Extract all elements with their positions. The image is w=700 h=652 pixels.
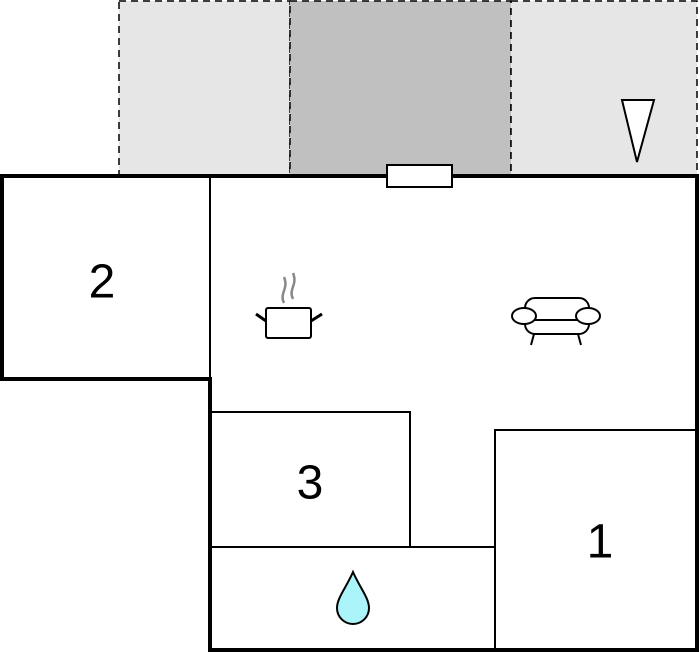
water-drop-icon [335, 569, 371, 625]
terrace-left [118, 0, 291, 177]
room-label-1: 1 [587, 516, 614, 569]
room-label-2: 2 [89, 256, 116, 309]
outer-wall [0, 174, 699, 652]
terrace-right [510, 0, 698, 177]
sofa-icon [511, 297, 601, 346]
terrace-center [289, 0, 512, 177]
kitchen-pot-icon [255, 272, 323, 339]
direction-triangle-icon [620, 99, 656, 163]
room-label-3: 3 [297, 457, 324, 510]
entrance-door [386, 164, 453, 188]
